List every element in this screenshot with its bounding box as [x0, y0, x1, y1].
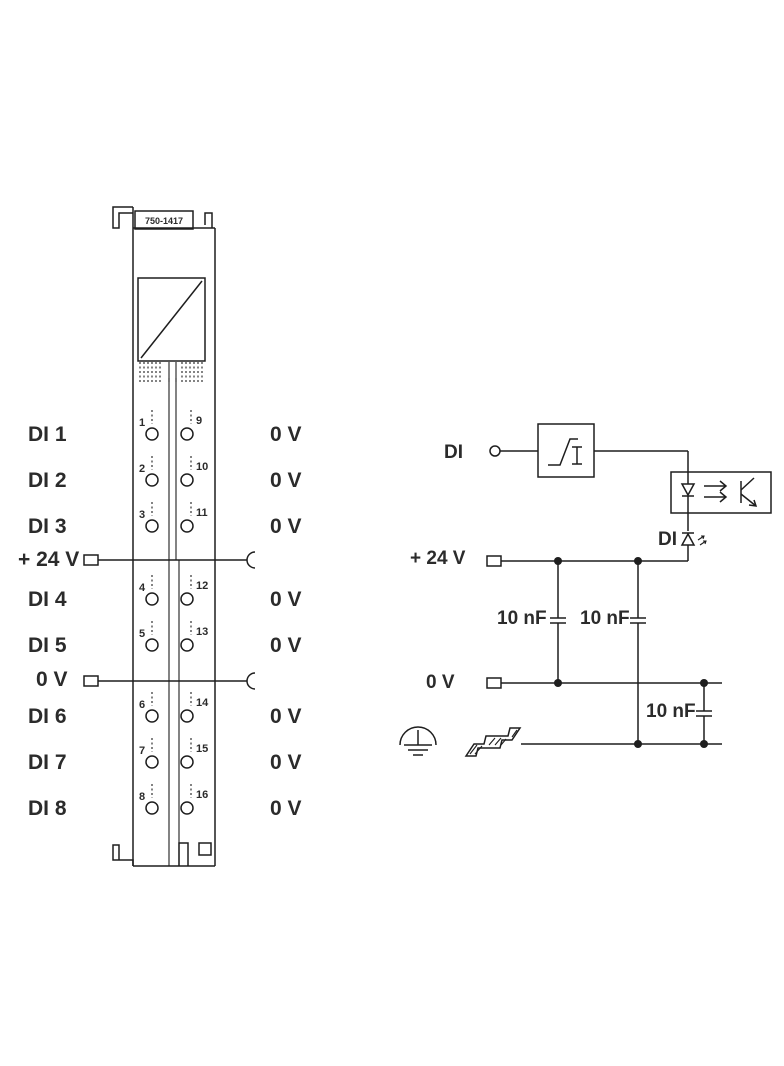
capacitor-3-label: 10 nF	[646, 701, 696, 722]
label-0v-8: 0 V	[270, 797, 302, 820]
label-di5: DI 5	[28, 634, 67, 657]
pin-number: 9	[196, 415, 202, 427]
connection-point-16: 16	[180, 784, 208, 815]
connection-point-15: 15	[180, 738, 208, 769]
pin-number: 8	[139, 791, 145, 803]
schematic-input-label: DI	[444, 442, 463, 463]
label-di3: DI 3	[28, 515, 67, 538]
label-0v-3: 0 V	[270, 515, 302, 538]
pin-number: 15	[196, 743, 208, 755]
pin-number: 11	[196, 507, 208, 519]
label-0v-5: 0 V	[270, 634, 302, 657]
optocoupler-block	[670, 471, 772, 514]
input-schematic: DI	[399, 423, 772, 757]
label-di7: DI 7	[28, 751, 67, 774]
schematic-0v-label: 0 V	[426, 672, 455, 693]
protective-earth-icon	[399, 726, 437, 756]
left-labels: DI 1 DI 2 DI 3 + 24 V DI 4 DI 5 0 V DI 6…	[18, 423, 79, 820]
pin-number: 4	[139, 582, 146, 594]
right-labels: 0 V 0 V 0 V 0 V 0 V 0 V 0 V 0 V	[270, 423, 302, 820]
pin-number: 6	[139, 699, 145, 711]
label-0v: 0 V	[36, 668, 68, 691]
pin-number: 16	[196, 789, 208, 801]
terminal-0v-left	[83, 675, 99, 687]
schematic-led-label: DI	[658, 529, 677, 550]
capacitor-3	[696, 683, 712, 744]
capacitor-2	[630, 561, 646, 744]
label-0v-7: 0 V	[270, 751, 302, 774]
internal-bus-lines	[139, 362, 203, 382]
light-arrows-icon	[704, 480, 728, 503]
schematic-plus24v-label: + 24 V	[410, 548, 466, 569]
pin-number: 1	[139, 417, 145, 429]
input-terminal	[489, 445, 501, 457]
pin-number: 14	[196, 697, 209, 709]
connection-point-4: 4	[139, 575, 159, 606]
connection-point-10: 10	[180, 456, 208, 487]
pin-number: 12	[196, 580, 208, 592]
pin-number: 7	[139, 745, 145, 757]
label-plus24v: + 24 V	[18, 548, 79, 571]
status-led-icon	[680, 532, 707, 546]
din-rail-icon	[464, 727, 522, 757]
terminal-0v-right	[246, 672, 256, 690]
part-number-tag	[134, 210, 194, 230]
connection-point-13: 13	[180, 621, 208, 652]
pin-number: 3	[139, 509, 145, 521]
label-0v-1: 0 V	[270, 423, 302, 446]
opto-diode-icon	[680, 472, 696, 513]
connection-point-6: 6	[139, 692, 159, 723]
label-di2: DI 2	[28, 469, 67, 492]
connection-point-11: 11	[180, 502, 208, 533]
connection-point-9: 9	[180, 410, 202, 441]
label-0v-4: 0 V	[270, 588, 302, 611]
connection-point-5: 5	[139, 621, 159, 652]
label-di4: DI 4	[28, 588, 67, 611]
part-number-text: 750-1417	[145, 216, 183, 226]
pin-number: 5	[139, 628, 145, 640]
pin-number: 2	[139, 463, 145, 475]
connection-point-8: 8	[139, 784, 159, 815]
terminal-24v-left	[83, 554, 99, 566]
capacitor-1-label: 10 nF	[497, 608, 547, 629]
label-0v-2: 0 V	[270, 469, 302, 492]
schematic-terminal-24v	[486, 555, 502, 567]
capacitor-2-label: 10 nF	[580, 608, 630, 629]
label-di8: DI 8	[28, 797, 67, 820]
schematic-terminal-0v	[486, 677, 502, 689]
dc-converter-block	[137, 277, 206, 362]
label-di6: DI 6	[28, 705, 67, 728]
label-di1: DI 1	[28, 423, 67, 446]
phototransistor-icon	[740, 477, 758, 507]
label-0v-6: 0 V	[270, 705, 302, 728]
capacitor-1	[550, 561, 566, 683]
pin-number: 13	[196, 626, 208, 638]
connection-point-14: 14	[180, 692, 209, 723]
io-module: 750-1417	[83, 206, 256, 867]
pin-number: 10	[196, 461, 208, 473]
connection-point-2: 2	[139, 456, 159, 487]
connection-point-12: 12	[180, 575, 208, 606]
terminal-24v-right	[246, 551, 256, 569]
connection-point-1: 1	[139, 410, 159, 441]
connection-point-3: 3	[139, 502, 159, 533]
connection-point-7: 7	[139, 738, 159, 769]
